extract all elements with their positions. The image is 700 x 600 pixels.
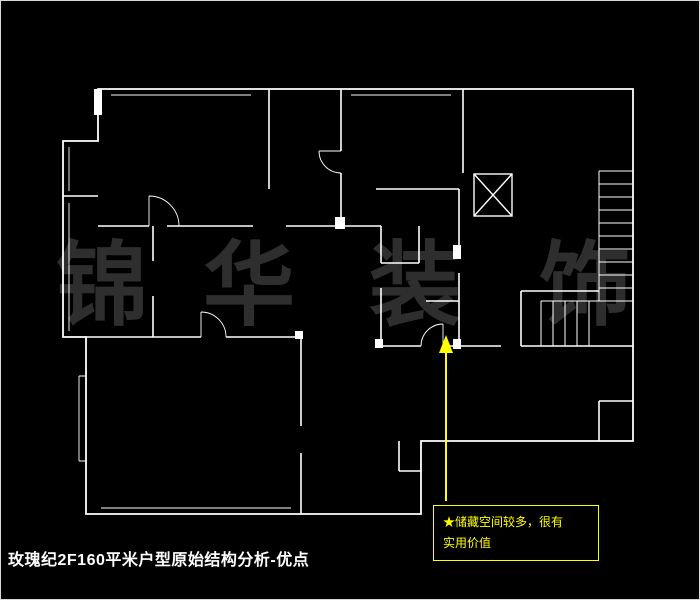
- page-title: 玫瑰纪2F160平米户型原始结构分析-优点: [8, 552, 310, 569]
- annotation-arrow: [439, 335, 453, 501]
- elevator-icon: [473, 173, 513, 217]
- columns: [94, 89, 461, 349]
- annotation-line-1: ★储藏空间较多，很有: [443, 515, 564, 529]
- watermark-char: 饰: [539, 231, 632, 339]
- door-arcs: [148, 150, 444, 347]
- windows: [68, 94, 451, 509]
- annotation-box: ★储藏空间较多，很有 实用价值: [433, 505, 599, 561]
- staircase: [540, 170, 633, 346]
- outer-walls: [62, 88, 634, 515]
- watermark-char: 装: [369, 231, 462, 339]
- watermark-char: 华: [203, 231, 296, 339]
- watermark-char: 锦: [56, 231, 149, 339]
- annotation-line-2: 实用价值: [443, 536, 492, 550]
